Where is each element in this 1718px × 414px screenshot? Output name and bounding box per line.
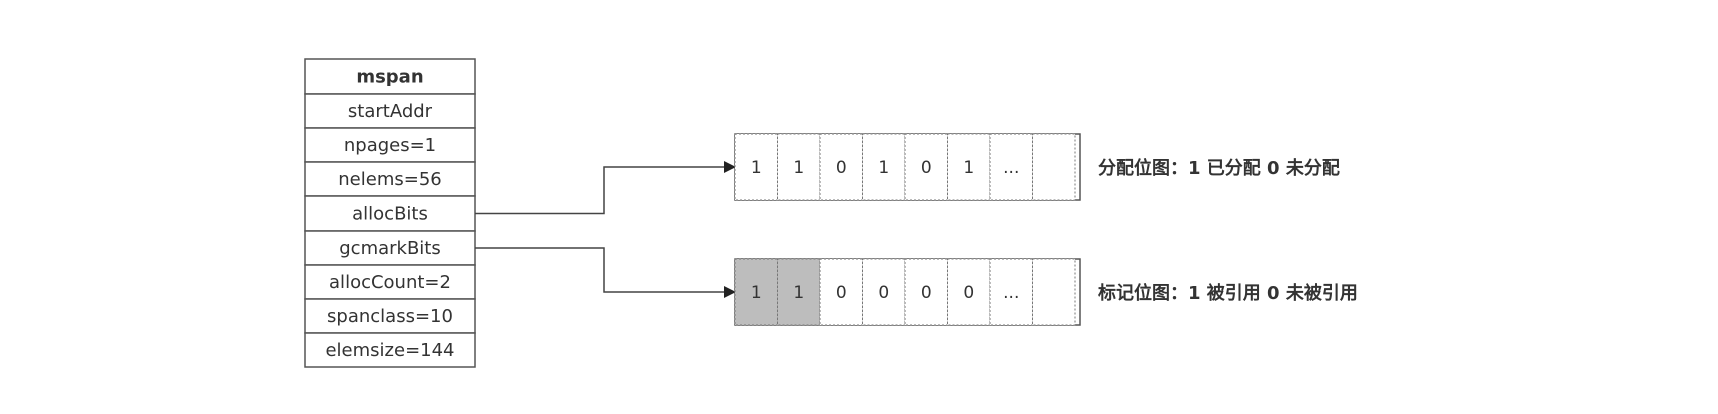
mspan-title-row: mspan bbox=[304, 58, 476, 95]
gcmarkBits-legend: 标记位图：1 被引用 0 未被引用 bbox=[1097, 282, 1358, 304]
field-box bbox=[304, 58, 476, 95]
mspan-field-row: nelems=56 bbox=[304, 161, 476, 197]
mspan-field-label: elemsize=144 bbox=[325, 340, 454, 361]
bitmap-cell bbox=[904, 133, 948, 201]
mspan-field-label: startAddr bbox=[348, 101, 433, 122]
bitmap-cell bbox=[777, 133, 821, 201]
connectors bbox=[475, 161, 736, 298]
bitmap-cell bbox=[1032, 133, 1076, 201]
bitmap-bit-value: 0 bbox=[921, 283, 932, 303]
mspan-field-row: allocCount=2 bbox=[304, 264, 476, 300]
bitmap-cell bbox=[904, 258, 948, 326]
bitmap-bit-value: ... bbox=[1003, 158, 1019, 178]
mspan-title: mspan bbox=[356, 67, 423, 88]
allocBits-arrow bbox=[475, 161, 736, 215]
bitmap-cell-marked bbox=[734, 258, 778, 326]
bitmap-cell bbox=[947, 133, 991, 201]
bitmap-cell bbox=[1032, 258, 1076, 326]
field-box bbox=[304, 93, 476, 129]
bitmaps: 1 1 0 1 0 1... 分配位图：1 已分配 0 未分配 1 1 0 0 0 0... 标记位图：1… bbox=[734, 133, 1358, 326]
mspan-field-label: allocBits bbox=[352, 204, 428, 225]
bitmap-cell bbox=[819, 133, 863, 201]
bitmap-cell bbox=[734, 133, 778, 201]
mspan-field-row: gcmarkBits bbox=[304, 230, 476, 266]
bitmap-bit-value: 0 bbox=[836, 158, 847, 178]
bitmap-bit-value: 1 bbox=[751, 283, 762, 303]
bitmap-cell bbox=[989, 133, 1033, 201]
field-box bbox=[304, 298, 476, 334]
bitmap-cell-marked bbox=[777, 258, 821, 326]
mspan-field-row: spanclass=10 bbox=[304, 298, 476, 334]
mspan-field-row: npages=1 bbox=[304, 127, 476, 163]
allocBits-legend: 分配位图：1 已分配 0 未分配 bbox=[1098, 157, 1340, 179]
mspan-field-label: npages=1 bbox=[344, 135, 436, 156]
bitmap-bit-value: 1 bbox=[751, 158, 762, 178]
field-box bbox=[304, 161, 476, 197]
field-box bbox=[304, 230, 476, 266]
mspan-field-label: gcmarkBits bbox=[339, 238, 441, 259]
bitmap-cell bbox=[862, 133, 906, 201]
mspan-field-row: elemsize=144 bbox=[304, 332, 476, 368]
bitmap-cell bbox=[947, 258, 991, 326]
bitmap-bit-value: 1 bbox=[963, 158, 974, 178]
mspan-field-label: spanclass=10 bbox=[327, 306, 453, 327]
bitmap-cell bbox=[819, 258, 863, 326]
bitmap-bit-value: 0 bbox=[921, 158, 932, 178]
bitmap-bit-value: 1 bbox=[878, 158, 889, 178]
mspan-field-row: startAddr bbox=[304, 93, 476, 129]
mspan-field-row: allocBits bbox=[304, 195, 476, 232]
bitmap-cell bbox=[862, 258, 906, 326]
bitmap-bit-value: ... bbox=[1003, 283, 1019, 303]
field-box bbox=[304, 332, 476, 368]
gcmarkBits-arrow bbox=[475, 247, 736, 298]
bitmap-bit-value: 1 bbox=[793, 158, 804, 178]
bitmap-bit-value: 0 bbox=[878, 283, 889, 303]
bitmap-bit-value: 0 bbox=[963, 283, 974, 303]
mspan-field-label: allocCount=2 bbox=[329, 272, 451, 293]
gcmarkBits-bitmap: 1 1 0 0 0 0... 标记位图：1 被引用 0 未被引用 bbox=[734, 258, 1358, 326]
allocBits-bitmap: 1 1 0 1 0 1... 分配位图：1 已分配 0 未分配 bbox=[734, 133, 1340, 201]
bitmap-cell bbox=[989, 258, 1033, 326]
mspan-struct: mspan startAddr npages=1 nelems=56 allocBits… bbox=[304, 58, 476, 368]
bitmap-bit-value: 0 bbox=[836, 283, 847, 303]
mspan-field-label: nelems=56 bbox=[338, 169, 441, 190]
bitmap-bit-value: 1 bbox=[793, 283, 804, 303]
